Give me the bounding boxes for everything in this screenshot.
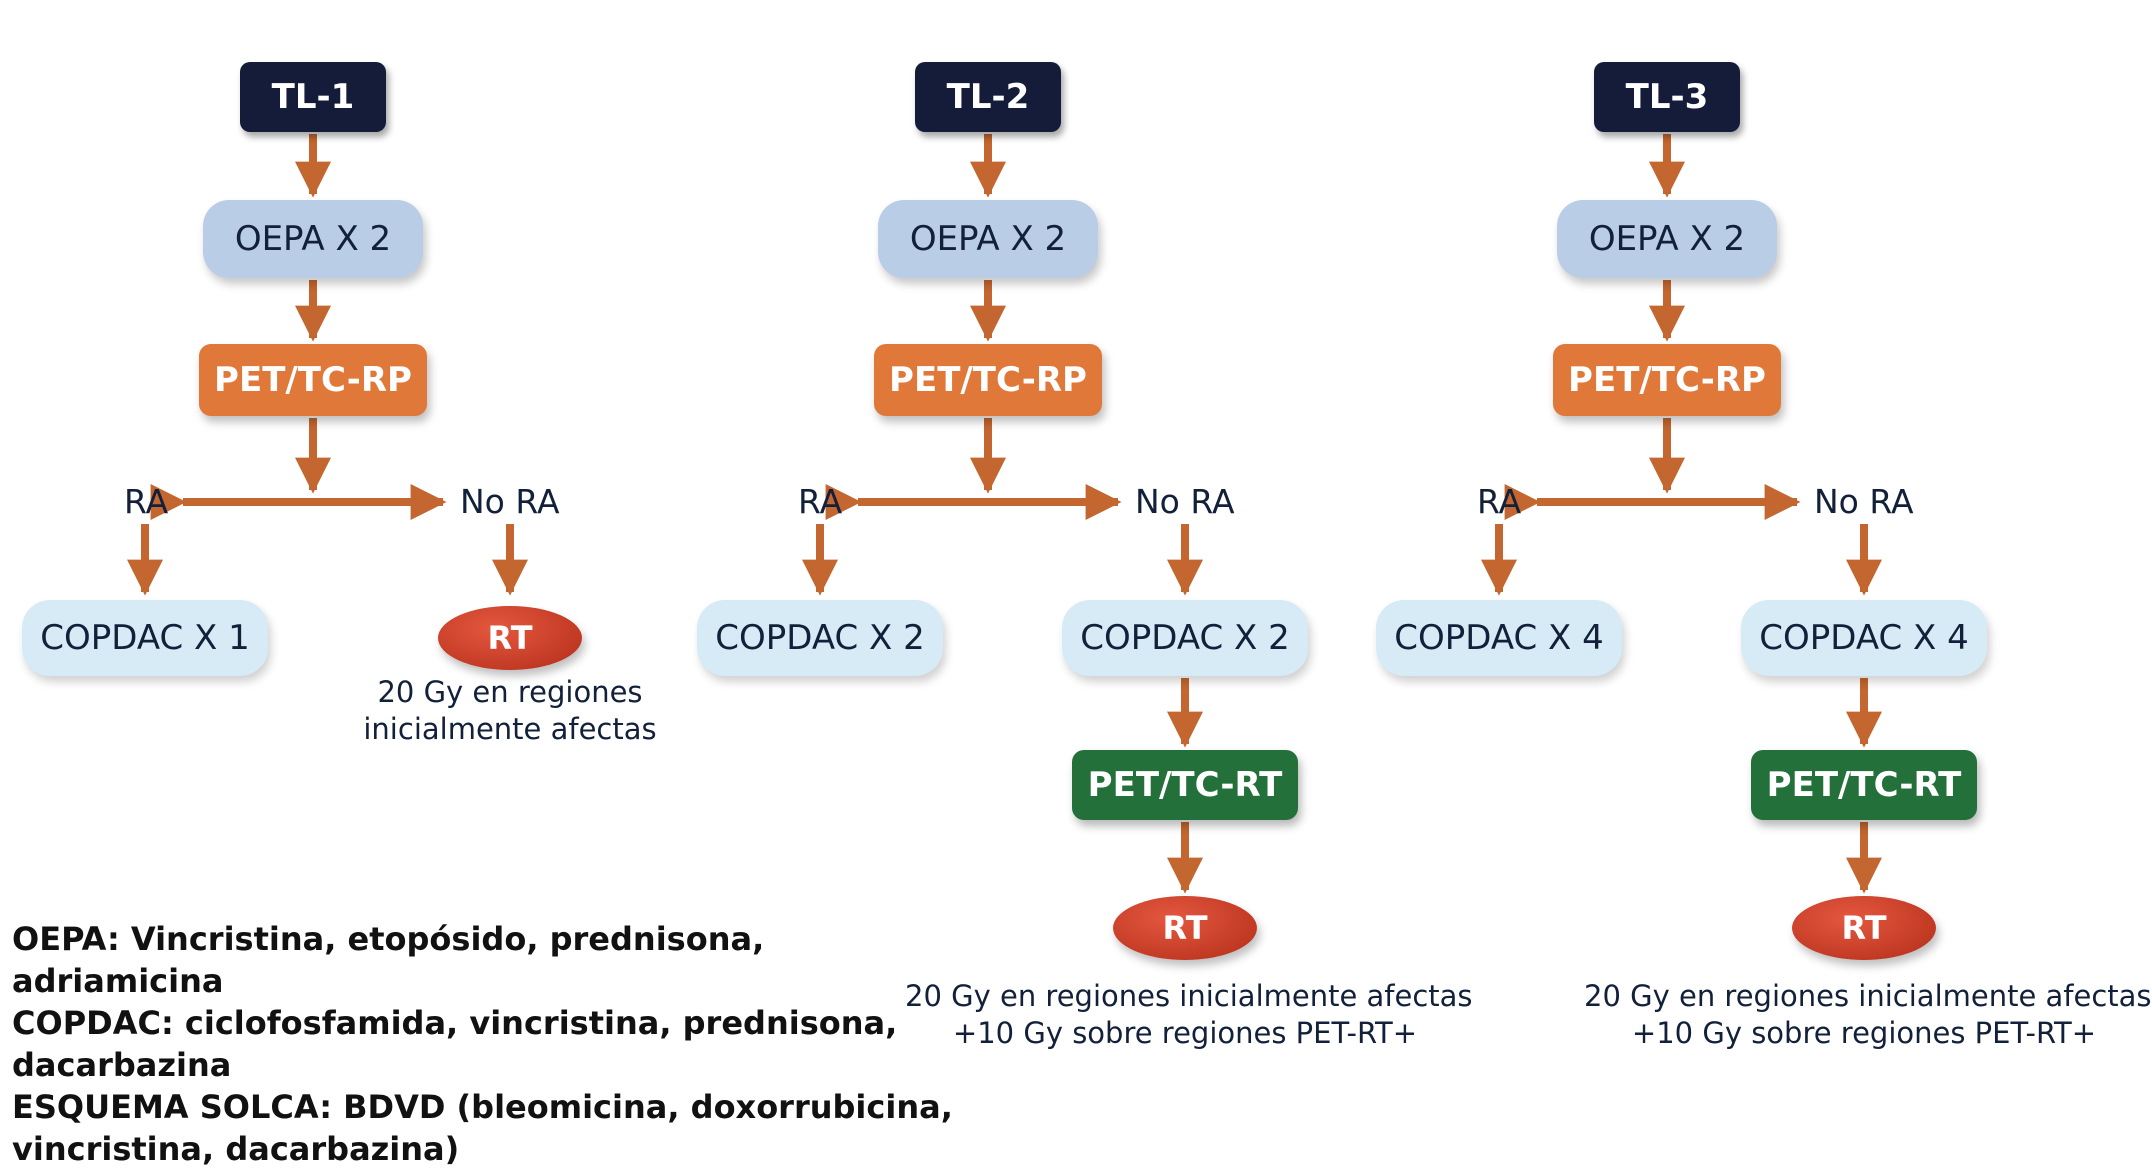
rt-oval-1: RT: [438, 606, 582, 670]
rt-oval-3: RT: [1792, 896, 1936, 960]
tl-3-box: TL-3: [1594, 62, 1740, 132]
nora-label-3: No RA: [1814, 482, 1914, 521]
copdac-nora-box-3: COPDAC X 4: [1741, 600, 1987, 676]
nora-label-1: No RA: [460, 482, 560, 521]
pet-rt-box-3: PET/TC-RT: [1751, 750, 1977, 820]
legend-line-2: adriamicina: [12, 962, 224, 1000]
copdac-ra-box-1: COPDAC X 1: [22, 600, 268, 676]
pet-rt-box-2: PET/TC-RT: [1072, 750, 1298, 820]
oepa-box-3: OEPA X 2: [1557, 200, 1777, 278]
ra-label-2: RA: [798, 482, 843, 521]
legend-line-1: OEPA: Vincristina, etopósido, prednisona…: [12, 920, 765, 958]
ra-label-3: RA: [1477, 482, 1522, 521]
tl-2-box: TL-2: [915, 62, 1061, 132]
copdac-nora-box-2: COPDAC X 2: [1062, 600, 1308, 676]
nora-label-2: No RA: [1135, 482, 1235, 521]
legend-line-4: dacarbazina: [12, 1046, 232, 1084]
rt-note-3-line-1: 20 Gy en regiones inicialmente afectas: [1584, 979, 2152, 1013]
legend-line-5: ESQUEMA SOLCA: BDVD (bleomicina, doxorru…: [12, 1088, 953, 1126]
pet-rp-box-1: PET/TC-RP: [199, 344, 427, 416]
rt-note-1-line-1: 20 Gy en regiones: [377, 675, 643, 709]
rt-note-3: 20 Gy en regiones inicialmente afectas +…: [1584, 978, 2152, 1052]
copdac-ra-box-2: COPDAC X 2: [697, 600, 943, 676]
rt-oval-2: RT: [1113, 896, 1257, 960]
rt-note-3-line-2: +10 Gy sobre regiones PET-RT+: [1631, 1016, 2097, 1050]
copdac-ra-box-3: COPDAC X 4: [1376, 600, 1622, 676]
rt-note-2-line-2: +10 Gy sobre regiones PET-RT+: [952, 1016, 1418, 1050]
rt-note-1: 20 Gy en regiones inicialmente afectas: [360, 674, 660, 748]
oepa-box-1: OEPA X 2: [203, 200, 423, 278]
tl-1-box: TL-1: [240, 62, 386, 132]
rt-note-2: 20 Gy en regiones inicialmente afectas +…: [905, 978, 1473, 1052]
oepa-box-2: OEPA X 2: [878, 200, 1098, 278]
pet-rp-box-2: PET/TC-RP: [874, 344, 1102, 416]
abbreviation-legend: OEPA: Vincristina, etopósido, prednisona…: [12, 918, 953, 1170]
rt-note-1-line-2: inicialmente afectas: [363, 712, 657, 746]
pet-rp-box-3: PET/TC-RP: [1553, 344, 1781, 416]
legend-line-3: COPDAC: ciclofosfamida, vincristina, pre…: [12, 1004, 898, 1042]
rt-note-2-line-1: 20 Gy en regiones inicialmente afectas: [905, 979, 1473, 1013]
ra-label-1: RA: [124, 482, 169, 521]
legend-line-6: vincristina, dacarbazina): [12, 1130, 460, 1168]
